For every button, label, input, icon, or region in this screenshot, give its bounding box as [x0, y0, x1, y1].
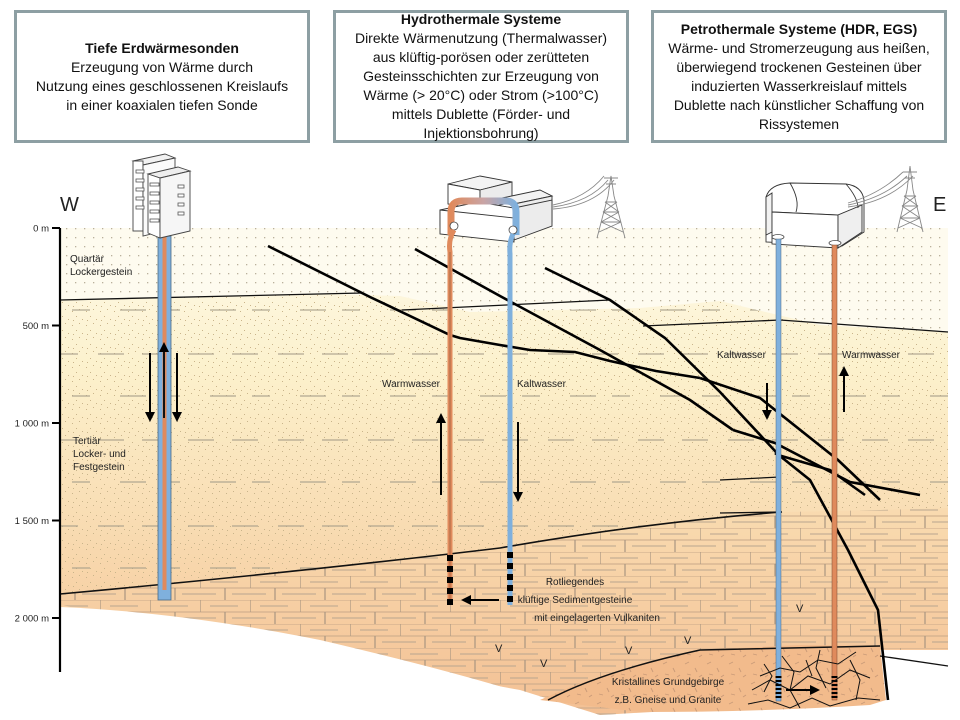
wellhead-warm	[449, 221, 459, 231]
label-rotliegendes-2: klüftige Sedimentgesteine	[518, 595, 633, 606]
box-title: Hydrothermale Systeme	[400, 11, 562, 27]
box-line: Rissystemen	[758, 115, 840, 132]
well-screen-segment	[507, 552, 513, 558]
volcanic-marker: V	[625, 645, 633, 657]
power-tower-icon	[896, 165, 924, 233]
well-screen-segment	[507, 563, 513, 569]
volcanic-marker: V	[684, 635, 692, 647]
box-line: Wärme (> 20°C) oder Strom (>100°C)	[363, 87, 599, 103]
hydrothermal-doublet	[436, 228, 523, 605]
well-screen-segment	[775, 676, 782, 678]
well-screen-segment	[507, 585, 513, 591]
volcanic-markers: V V V V V	[495, 603, 804, 670]
label-quartaer-2: Lockergestein	[70, 267, 132, 278]
building-icon	[131, 153, 192, 239]
petrothermal-doublet	[747, 238, 881, 709]
label-kristallin-1: Kristallines Grundgebirge	[612, 677, 725, 688]
well-screen-segment	[507, 596, 513, 602]
well-screen-segment	[507, 574, 513, 580]
flow-labels: Warmwasser Kaltwasser Kaltwasser Warmwas…	[382, 350, 901, 390]
depth-tick-label: 500 m	[23, 321, 49, 332]
volcanic-marker: V	[495, 643, 503, 655]
volcanic-marker: V	[540, 658, 548, 670]
well-screen-segment	[775, 696, 782, 698]
hydrothermal-plant-icon	[439, 175, 554, 243]
production-well	[447, 228, 457, 605]
well-screen-segment	[775, 688, 782, 690]
label-kaltwasser: Kaltwasser	[717, 350, 767, 361]
box-line: Nutzung eines geschlossenen Kreislaufs	[35, 77, 289, 94]
label-rotliegendes-3: mit eingelagerten Vulkaniten	[534, 613, 660, 624]
well-screen-segment	[447, 577, 453, 583]
box-title: Petrothermale Systeme (HDR, EGS)	[680, 20, 918, 37]
info-box-tiefe-erdwaermesonden: Tiefe Erdwärmesonden Erzeugung von Wärme…	[14, 10, 310, 143]
box-line: mittels Dublette (Förder- und	[391, 106, 571, 122]
power-cable	[847, 171, 914, 208]
label-rotliegendes-1: Rotliegendes	[546, 577, 604, 588]
label-quartaer-1: Quartär	[70, 254, 105, 265]
well-screen-segment	[775, 680, 782, 682]
label-tertiaer-2: Locker- und	[73, 449, 126, 460]
well-screen-segment	[775, 692, 782, 694]
box-line: Dublette nach künstlicher Schaffung von	[673, 96, 925, 113]
compass-east: E	[933, 194, 946, 216]
well-screen-segment	[831, 676, 838, 678]
label-kaltwasser: Kaltwasser	[517, 379, 567, 390]
depth-tick-label: 2 000 m	[15, 614, 49, 625]
injection-well	[775, 238, 782, 702]
box-line: Wärme- und Stromerzeugung aus heißen,	[668, 39, 930, 56]
wellhead-cold	[508, 225, 518, 235]
box-line: aus klüftig-porösen oder zerütteten	[372, 49, 590, 65]
label-kristallin-2: z.B. Gneise und Granite	[615, 695, 722, 706]
depth-tick-label: 1 500 m	[15, 516, 49, 527]
well-screen-segment	[831, 696, 838, 698]
box-line: überwiegend trockenen Gesteinen über	[676, 58, 922, 75]
label-tertiaer-1: Tertiär	[73, 436, 101, 447]
petrothermal-plant-icon	[765, 182, 865, 249]
well-screen-segment	[447, 555, 453, 561]
label-warmwasser: Warmwasser	[842, 350, 901, 361]
box-line: in einer koaxialen tiefen Sonde	[66, 96, 258, 113]
info-box-hydrothermale-systeme: Hydrothermale Systeme Direkte Wärmenutzu…	[333, 10, 629, 143]
fracture-network	[747, 649, 881, 709]
well-screen-segment	[831, 688, 838, 690]
box-line: Direkte Wärmenutzung (Thermalwasser)	[354, 30, 608, 46]
box-line: Injektionsbohrung)	[423, 125, 539, 141]
hydrothermal-loop	[447, 197, 520, 235]
well-screen-segment	[831, 684, 838, 686]
well-screen-segment	[831, 692, 838, 694]
box-line: Erzeugung von Wärme durch	[70, 58, 254, 75]
volcanic-marker: V	[796, 603, 804, 615]
label-tertiaer-3: Festgestein	[73, 462, 125, 473]
well-screen-segment	[447, 599, 453, 605]
box-title: Tiefe Erdwärmesonden	[85, 39, 239, 56]
production-well	[831, 244, 838, 701]
depth-axis: 0 m 500 m 1 000 m 1 500 m 2 000 m	[15, 224, 62, 672]
compass-west: W	[60, 194, 79, 216]
layer-labels: Quartär Lockergestein Tertiär Locker- un…	[70, 254, 725, 706]
kristallin-layer	[540, 645, 886, 712]
power-cable	[552, 175, 615, 210]
well-screen-segment	[447, 588, 453, 594]
box-line: induzierten Wasserkreislauf mittels	[691, 77, 907, 94]
section-bottom-cut	[60, 607, 560, 720]
well-screen-segment	[775, 684, 782, 686]
info-box-petrothermale-systeme: Petrothermale Systeme (HDR, EGS) Wärme- …	[651, 10, 947, 143]
depth-tick-label: 0 m	[33, 224, 49, 235]
well-screen-segment	[447, 566, 453, 572]
injection-well	[507, 232, 516, 605]
depth-tick-label: 1 000 m	[15, 419, 49, 430]
box-line: Gesteinsschichten zur Erzeugung von	[363, 68, 599, 84]
label-warmwasser: Warmwasser	[382, 379, 441, 390]
